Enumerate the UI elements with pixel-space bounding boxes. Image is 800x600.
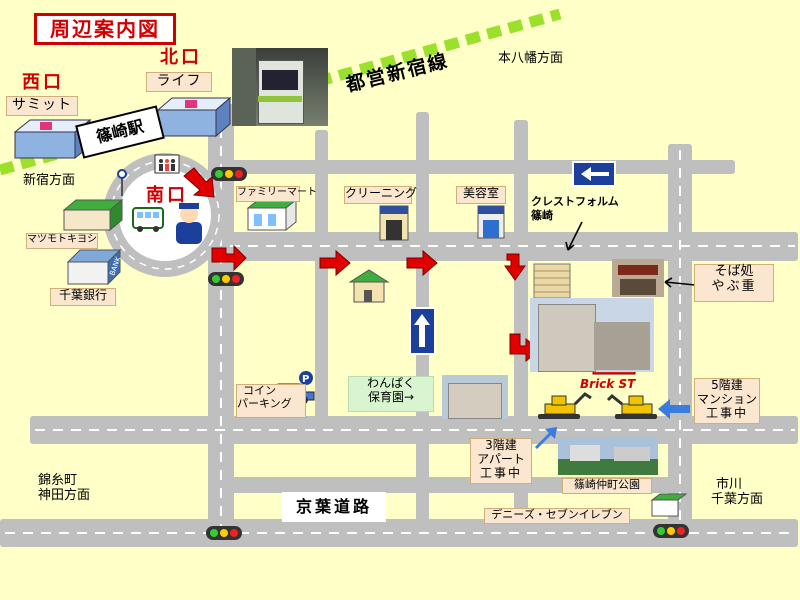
- excavator-icon: [538, 392, 592, 419]
- building-icon: [348, 269, 390, 303]
- road-keiyo: [0, 519, 798, 547]
- one-way-arrow-icon: [409, 307, 436, 355]
- label-cleaning: クリーニング: [344, 186, 417, 204]
- label-matsumoto-kiyoshi: マツモトキヨシ: [26, 233, 98, 249]
- direction-kinshicho-2: 神田方面: [38, 488, 91, 503]
- label-keiyo-road: 京葉道路: [282, 492, 386, 522]
- road-street-1: [315, 130, 328, 420]
- route-arrow-icon: [406, 249, 438, 277]
- traffic-light-icon: [208, 272, 244, 286]
- brick-st-label: Brick ST: [580, 377, 636, 391]
- label-crest-form-1: クレストフォルム: [531, 195, 619, 208]
- train-photo: [232, 48, 328, 126]
- label-familymart: ファミリーマート: [236, 186, 317, 202]
- label-mansion-construction-1: 5階建: [711, 378, 743, 392]
- building-icon: [156, 96, 232, 138]
- road-avenue-right: [668, 144, 692, 544]
- direction-ichikawa-2: 千葉方面: [711, 492, 764, 507]
- building-icon: [477, 205, 505, 239]
- police-officer-icon: [176, 203, 202, 244]
- building-icon: [379, 205, 409, 241]
- bus-stop-icon: [117, 169, 127, 196]
- south-exit-label: 南口: [146, 185, 188, 206]
- label-coin-parking: コイン パーキング: [236, 384, 306, 418]
- label-apartment-construction-1: 3階建: [485, 438, 517, 452]
- label-mansion-construction-3: 工事中: [705, 405, 748, 420]
- label-apartment-construction-3: 工事中: [479, 465, 522, 480]
- label-dennys-711: デニーズ・セブンイレブン: [484, 508, 630, 524]
- exit-sign-icon: [154, 154, 180, 174]
- building-icon: [66, 248, 122, 286]
- label-mansion-construction-2: マンション: [696, 391, 757, 406]
- pointer-arrow-icon: [658, 399, 690, 419]
- traffic-light-icon: [206, 526, 242, 540]
- road-street-3: [514, 120, 528, 540]
- photo-nursery: [442, 375, 508, 419]
- turn-arrow-icon: [211, 244, 247, 272]
- route-arrow-icon: [319, 249, 351, 277]
- label-chiba-bank: 千葉銀行: [50, 288, 116, 306]
- label-nursery-1: わんぱく: [366, 376, 415, 390]
- label-mansion-construction: 5階建 マンション 工事中: [694, 378, 760, 424]
- label-soba-2: やぶ重: [711, 278, 757, 294]
- label-nursery: わんぱく 保育園→: [348, 376, 434, 412]
- direction-motoyawata: 本八幡方面: [498, 51, 564, 66]
- label-soba-1: そば処: [714, 264, 754, 279]
- north-exit-store: ライフ: [146, 72, 212, 92]
- building-icon: [62, 198, 124, 232]
- turn-arrow-icon: [183, 167, 215, 198]
- one-way-arrow-icon: [572, 161, 616, 187]
- bus-icon: [132, 207, 164, 232]
- label-park: 篠崎仲町公園: [562, 478, 652, 494]
- building-icon: [533, 263, 571, 299]
- label-nursery-2: 保育園→: [367, 389, 415, 404]
- building-icon: [650, 493, 688, 517]
- label-coin-parking-2: パーキング: [237, 396, 292, 410]
- map-title: 周辺案内図: [34, 13, 176, 45]
- label-crest-form-2: 篠崎: [531, 209, 553, 222]
- building-icon: [246, 198, 298, 232]
- direction-kinshicho-1: 錦糸町: [38, 473, 78, 488]
- label-soba: そば処 やぶ重: [694, 264, 774, 302]
- road-top-connector: [215, 160, 735, 174]
- north-exit-label: 北口: [160, 47, 202, 68]
- traffic-light-icon: [653, 524, 689, 538]
- photo-park: [558, 437, 658, 475]
- turn-arrow-icon: [504, 253, 526, 281]
- traffic-light-icon: [211, 167, 247, 181]
- west-exit-store: サミット: [6, 96, 78, 116]
- label-apartment-construction: 3階建 アパート 工事中: [470, 438, 532, 484]
- direction-shinjuku: 新宿方面: [23, 173, 76, 188]
- west-exit-label: 西口: [22, 72, 64, 93]
- label-apartment-construction-2: アパート: [477, 451, 525, 466]
- photo-soba-shop: [612, 259, 664, 297]
- parking-sign-label: P: [302, 374, 309, 385]
- label-coin-parking-1: コイン: [243, 384, 276, 397]
- direction-ichikawa-1: 市川: [716, 477, 743, 492]
- photo-crest-form: [530, 298, 654, 372]
- parking-sign-icon: P: [299, 371, 313, 385]
- pointer-arrow-icon: [535, 427, 557, 449]
- excavator-icon: [606, 393, 657, 419]
- label-beauty-salon: 美容室: [456, 186, 506, 204]
